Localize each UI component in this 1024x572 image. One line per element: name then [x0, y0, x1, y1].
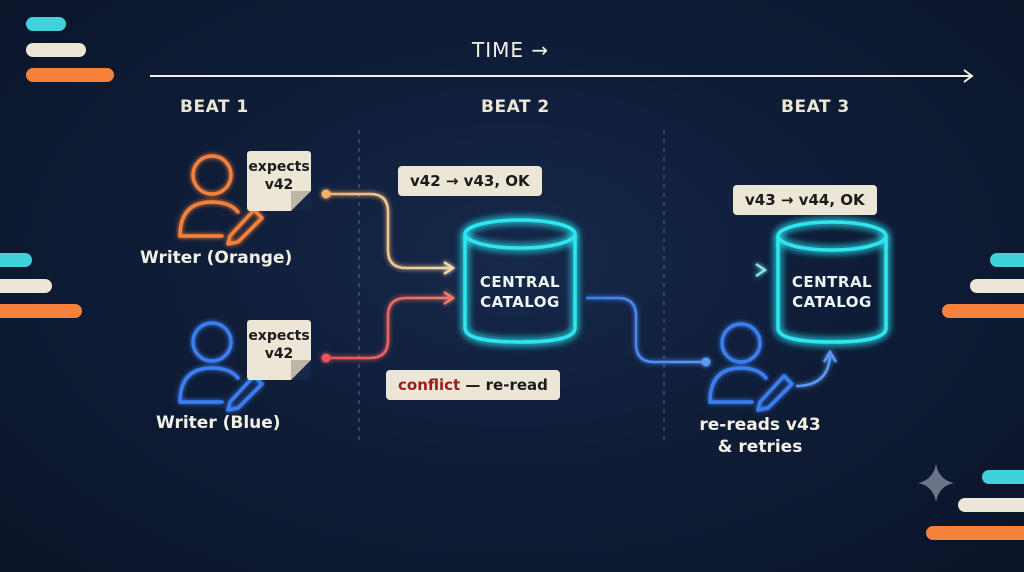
deco-bar-mid-left-2 [0, 279, 52, 293]
conflict-pill: conflict — re-read [386, 370, 560, 400]
writer-orange-note-line-2: v42 [264, 177, 294, 193]
writer-retry-icon [708, 322, 794, 412]
conflict-word: conflict [398, 376, 461, 394]
blue-conflict-arrow [321, 290, 456, 363]
catalog-1-label-line-1: CENTRAL [479, 273, 561, 291]
retry-writer-label: re-reads v43 & retries [694, 414, 826, 458]
catalog-1-label: CENTRAL CATALOG [464, 272, 576, 312]
deco-bar-mid-right-1 [990, 253, 1024, 267]
timeline-arrow [150, 69, 974, 83]
deco-bar-top-left-3 [26, 68, 114, 82]
conflict-rest: — re-read [460, 376, 548, 394]
central-catalog-2-cylinder [776, 220, 888, 344]
catalog-2-label: CENTRAL CATALOG [776, 272, 888, 312]
writer-blue-icon [178, 321, 264, 412]
writer-blue-note-line-2: v42 [264, 346, 294, 362]
retry-commit-pill: v43 → v44, OK [733, 185, 877, 215]
beat-2-label: BEAT 2 [481, 97, 550, 117]
deco-bar-bottom-right-2 [958, 498, 1024, 512]
sparkle-icon [918, 464, 954, 502]
writer-blue-label: Writer (Blue) [156, 413, 281, 433]
timeline-label: TIME → [472, 38, 550, 62]
orange-commit-arrow [321, 189, 456, 276]
deco-bar-mid-right-3 [942, 304, 1024, 318]
reread-arrow [586, 296, 711, 367]
catalog-2-label-line-2: CATALOG [792, 293, 872, 311]
deco-bar-mid-right-2 [970, 279, 1024, 293]
central-catalog-1-cylinder [463, 218, 577, 344]
beat-3-label: BEAT 3 [781, 97, 850, 117]
retry-commit-arrow [795, 349, 838, 388]
writer-orange-icon [178, 154, 264, 246]
deco-bar-bottom-right-1 [982, 470, 1024, 484]
writer-blue-note: expects v42 [247, 320, 311, 380]
beat-1-label: BEAT 1 [180, 97, 249, 117]
orange-commit-pill: v42 → v43, OK [398, 166, 542, 196]
deco-bar-mid-left-3 [0, 304, 82, 318]
catalog-2-label-line-1: CENTRAL [791, 273, 873, 291]
writer-orange-note: expects v42 [247, 151, 311, 211]
deco-bar-bottom-right-3 [926, 526, 1024, 540]
retry-writer-label-line-2: & retries [717, 437, 803, 457]
writer-orange-note-line-1: expects [248, 159, 310, 175]
writer-orange-label: Writer (Orange) [140, 248, 293, 268]
writer-blue-note-line-1: expects [248, 328, 310, 344]
catalog-advance-arrow [586, 262, 768, 278]
deco-bar-mid-left-1 [0, 253, 32, 267]
deco-bar-top-left-2 [26, 43, 86, 57]
retry-writer-label-line-1: re-reads v43 [699, 415, 821, 435]
catalog-1-label-line-2: CATALOG [480, 293, 560, 311]
deco-bar-top-left-1 [26, 17, 66, 31]
